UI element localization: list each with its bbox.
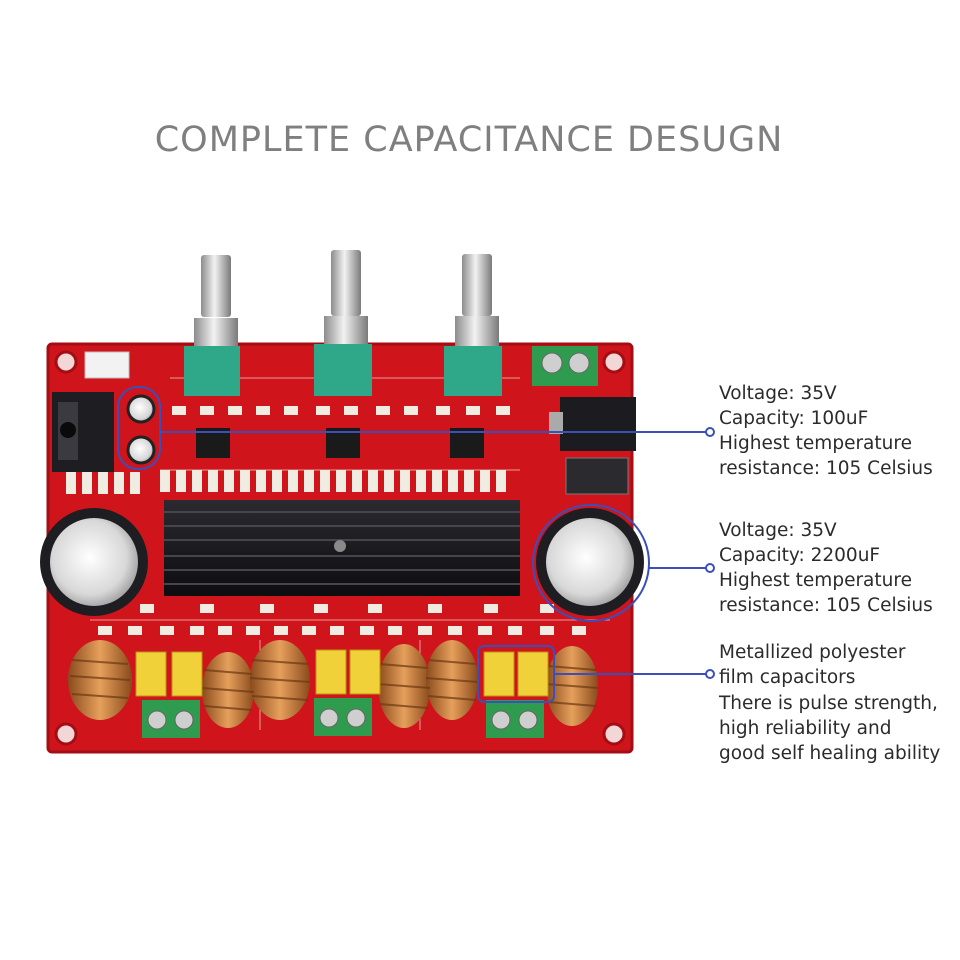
callout-lines [117,386,715,703]
electrolytic-capacitor-icon [126,394,156,465]
white-connector [84,351,130,379]
toroidal-inductor-icon [68,640,599,728]
film-capacitor-icon [135,649,549,697]
callout-line: Voltage: 35V [719,383,837,404]
callout-line: resistance: 105 Celsius [719,595,933,616]
dc-jack-icon [549,397,636,451]
page-title: COMPLETE CAPACITANCE DESUGN [154,120,784,160]
smd-components [66,406,586,635]
screw-terminal-icon [532,346,598,386]
callout-2200uf-capacitor: Voltage: 35V Capacity: 2200uF Highest te… [719,518,933,618]
heatsink [164,500,520,596]
diode-package [565,457,629,495]
callout-film-capacitors: Metallized polyester film capacitors The… [719,640,940,766]
callout-100uf-capacitor: Voltage: 35V Capacity: 100uF Highest tem… [719,381,933,481]
mounting-hole-icon [54,350,626,746]
callout-line: Highest temperature [719,570,912,591]
callout-line: high reliability and [719,718,892,739]
screw-terminal-icon [142,698,544,738]
callout-line: Capacity: 100uF [719,408,869,429]
callout-line: Metallized polyester [719,642,906,663]
audio-jack-icon [52,392,114,472]
callout-line: good self healing ability [719,743,941,764]
electrolytic-capacitor-icon [40,508,644,616]
callout-line: There is pulse strength, [719,693,938,714]
potentiometer-knob-icon [184,250,502,396]
callout-line: film capacitors [719,667,856,688]
callout-line: Highest temperature [719,433,912,454]
callout-line: Voltage: 35V [719,520,837,541]
callout-line: Capacity: 2200uF [719,545,881,566]
callout-line: resistance: 105 Celsius [719,458,933,479]
